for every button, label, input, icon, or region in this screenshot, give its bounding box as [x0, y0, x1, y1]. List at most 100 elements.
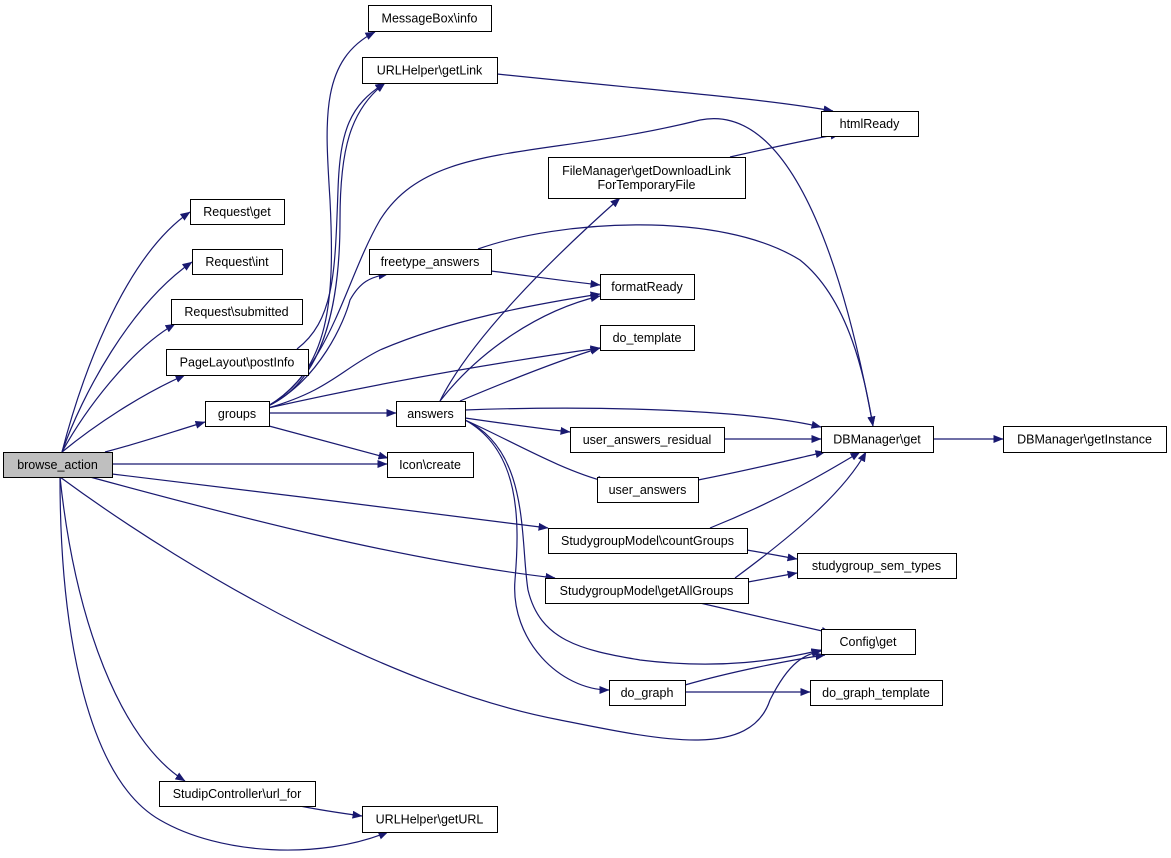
node-user-answers[interactable]: user_answers — [597, 477, 699, 503]
node-filemanager-getdownloadlink[interactable]: FileManager\getDownloadLinkForTemporaryF… — [548, 157, 746, 199]
node-box — [3, 452, 113, 478]
node-label: URLHelper\getURL — [376, 813, 484, 827]
node-box — [192, 249, 283, 275]
edge-browse-action-to-studygroupmodel-getallgroups — [89, 476, 556, 581]
node-config-get[interactable]: Config\get — [821, 629, 916, 655]
node-box — [821, 111, 919, 137]
edge-studygroupmodel-getallgroups-to-studygroup-sem-types — [747, 570, 798, 583]
node-label: Config\get — [840, 635, 898, 649]
edge-answers-to-filemanager-getdownloadlink — [439, 197, 621, 402]
edge-browse-action-to-config-get — [59, 476, 822, 741]
node-box — [821, 426, 934, 453]
edge-browse-action-to-request-int — [61, 261, 193, 453]
node-box — [396, 401, 466, 427]
node-box — [600, 325, 695, 351]
node-box — [609, 680, 686, 706]
node-box — [166, 349, 309, 376]
edge-answers-to-dbmanager-get — [464, 407, 822, 429]
edge-layer — [59, 31, 1004, 851]
node-answers[interactable]: answers — [396, 401, 466, 427]
node-request-submitted[interactable]: Request\submitted — [171, 299, 303, 325]
node-box — [171, 299, 303, 325]
node-label: Request\get — [203, 205, 271, 219]
edge-groups-to-dbmanager-get — [267, 118, 876, 427]
node-icon-create[interactable]: Icon\create — [387, 452, 474, 478]
node-label: user_answers_residual — [583, 433, 712, 447]
node-label: DBManager\get — [833, 433, 921, 447]
node-groups[interactable]: groups — [205, 401, 270, 427]
node-label: Request\int — [205, 255, 269, 269]
node-do-template[interactable]: do_template — [600, 325, 695, 351]
node-label: ForTemporaryFile — [598, 178, 696, 192]
edge-browse-action-to-pagelayout-postinfo — [61, 374, 186, 453]
edge-groups-to-freetype-answers — [267, 271, 389, 407]
node-do-graph[interactable]: do_graph — [609, 680, 686, 706]
node-pagelayout-postinfo[interactable]: PageLayout\postInfo — [166, 349, 309, 376]
node-box — [369, 249, 492, 275]
node-formatready[interactable]: formatReady — [600, 274, 695, 300]
node-label: Request\submitted — [184, 305, 288, 319]
node-urlhelper-getlink[interactable]: URLHelper\getLink — [362, 57, 498, 84]
edge-browse-action-to-groups — [104, 420, 206, 453]
node-box — [797, 553, 957, 579]
node-studygroupmodel-countgroups[interactable]: StudygroupModel\countGroups — [548, 528, 748, 554]
node-box — [368, 5, 492, 32]
edge-urlhelper-getlink-to-htmlready — [496, 73, 834, 114]
edge-browse-action-to-request-submitted — [61, 323, 176, 453]
node-label: groups — [218, 407, 256, 421]
node-request-get[interactable]: Request\get — [190, 199, 285, 225]
node-dbmanager-getinstance[interactable]: DBManager\getInstance — [1003, 426, 1167, 453]
node-messagebox-info[interactable]: MessageBox\info — [368, 5, 492, 32]
edge-answers-to-formatready — [439, 294, 601, 402]
node-label: formatReady — [611, 280, 683, 294]
node-label: FileManager\getDownloadLink — [562, 164, 732, 178]
node-urlhelper-geturl[interactable]: URLHelper\getURL — [362, 806, 498, 833]
node-label: MessageBox\info — [382, 12, 478, 26]
edge-groups-to-do-template — [267, 345, 601, 409]
edge-freetype-answers-to-formatready — [490, 270, 601, 288]
node-studipcontroller-url-for[interactable]: StudipController\url_for — [159, 781, 316, 807]
node-label: browse_action — [17, 458, 98, 472]
edge-browse-action-to-studipcontroller-url-for — [59, 476, 186, 782]
node-box — [821, 629, 916, 655]
node-box — [810, 680, 943, 706]
edge-groups-to-formatready — [267, 291, 601, 409]
node-dbmanager-get[interactable]: DBManager\get — [821, 426, 934, 453]
edge-studipcontroller-url-for-to-urlhelper-geturl — [299, 805, 363, 819]
node-box — [205, 401, 270, 427]
node-box — [159, 781, 316, 807]
node-browse-action[interactable]: browse_action — [3, 452, 113, 478]
node-label: DBManager\getInstance — [1017, 433, 1152, 447]
node-label: PageLayout\postInfo — [180, 356, 295, 370]
node-box — [600, 274, 695, 300]
node-label: StudygroupModel\countGroups — [561, 534, 734, 548]
node-do-graph-template[interactable]: do_graph_template — [810, 680, 943, 706]
node-request-int[interactable]: Request\int — [192, 249, 283, 275]
edge-groups-to-icon-create — [268, 425, 389, 460]
node-label: htmlReady — [840, 117, 900, 131]
node-label: do_template — [613, 331, 682, 345]
node-box — [597, 477, 699, 503]
edge-browse-action-to-urlhelper-geturl — [59, 476, 389, 851]
node-label: StudygroupModel\getAllGroups — [560, 584, 734, 598]
edge-answers-to-do-graph — [464, 419, 610, 694]
node-box — [570, 427, 725, 453]
node-box — [190, 199, 285, 225]
edge-answers-to-do-template — [459, 346, 601, 402]
node-studygroupmodel-getallgroups[interactable]: StudygroupModel\getAllGroups — [545, 578, 749, 604]
edge-freetype-answers-to-dbmanager-get — [477, 224, 876, 427]
node-label: do_graph — [621, 686, 674, 700]
node-box — [545, 578, 749, 604]
node-htmlready[interactable]: htmlReady — [821, 111, 919, 137]
node-studygroup-sem-types[interactable]: studygroup_sem_types — [797, 553, 957, 579]
node-user-answers-residual[interactable]: user_answers_residual — [570, 427, 725, 453]
node-label: StudipController\url_for — [173, 787, 302, 801]
edge-filemanager-getdownloadlink-to-htmlready — [729, 131, 841, 158]
node-freetype-answers[interactable]: freetype_answers — [369, 249, 492, 275]
edge-studygroupmodel-getallgroups-to-dbmanager-get — [734, 451, 867, 579]
node-label: URLHelper\getLink — [377, 64, 483, 78]
node-box — [387, 452, 474, 478]
edge-browse-action-to-request-get — [61, 211, 191, 453]
node-label: answers — [407, 407, 454, 421]
